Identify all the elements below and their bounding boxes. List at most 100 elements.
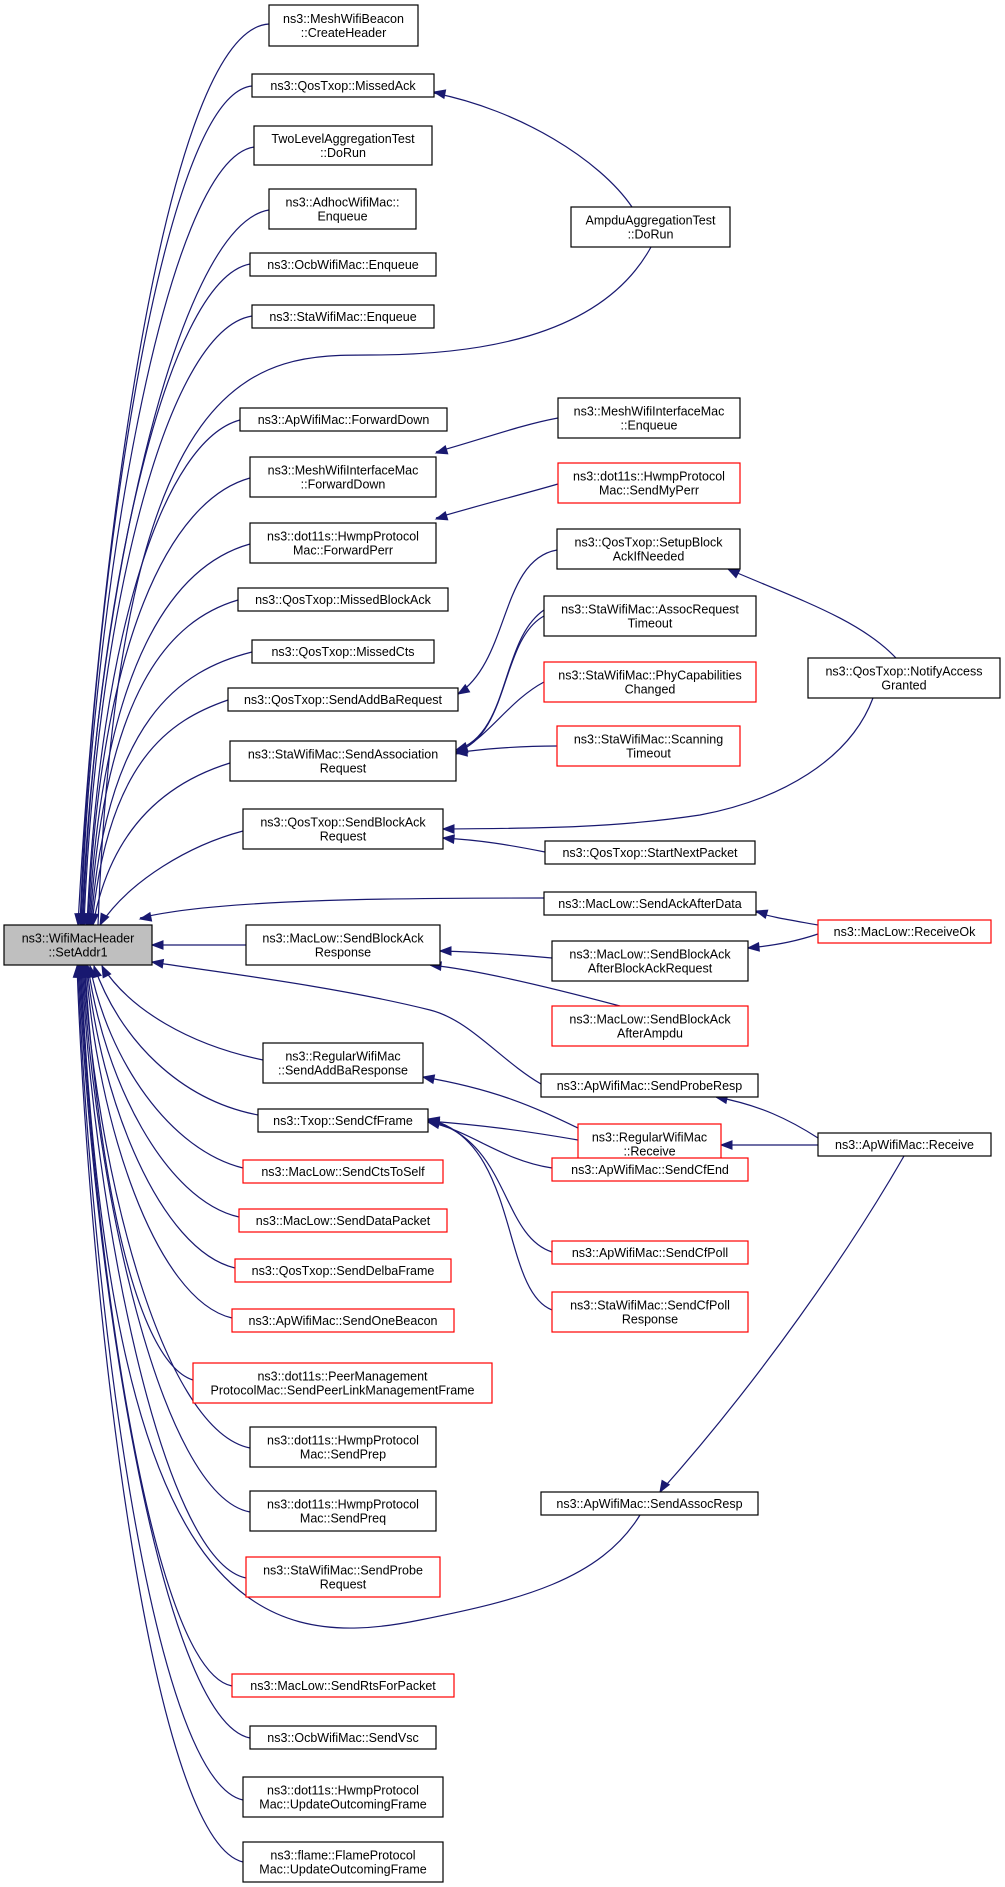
node-qosSendDelba[interactable]: ns3::QosTxop::SendDelbaFrame: [234, 1258, 452, 1283]
node-box[interactable]: [249, 456, 437, 498]
node-box[interactable]: [249, 1426, 437, 1468]
node-meshIfFwd[interactable]: ns3::MeshWifiInterfaceMac::ForwardDown: [249, 456, 437, 498]
node-meshBeacon[interactable]: ns3::MeshWifiBeacon::CreateHeader: [268, 4, 419, 47]
node-box[interactable]: [229, 740, 457, 782]
node-apSendCfEnd[interactable]: ns3::ApWifiMac::SendCfEnd: [551, 1157, 749, 1182]
node-root[interactable]: ns3::WifiMacHeader::SetAddr1: [3, 924, 153, 966]
node-qosStartNext[interactable]: ns3::QosTxop::StartNextPacket: [544, 840, 756, 865]
node-box[interactable]: [540, 1491, 759, 1516]
node-box[interactable]: [238, 1208, 448, 1233]
node-box[interactable]: [227, 687, 459, 712]
node-box[interactable]: [3, 924, 153, 966]
node-meshIfEnq[interactable]: ns3::MeshWifiInterfaceMac::Enqueue: [557, 397, 741, 439]
node-box[interactable]: [543, 661, 757, 703]
node-box[interactable]: [543, 891, 757, 916]
node-qosMissedCts[interactable]: ns3::QosTxop::MissedCts: [251, 639, 435, 664]
node-macLowSendRts[interactable]: ns3::MacLow::SendRtsForPacket: [231, 1673, 455, 1698]
node-box[interactable]: [249, 252, 437, 277]
node-qosMissedAck[interactable]: ns3::QosTxop::MissedAck: [251, 73, 435, 98]
node-box[interactable]: [231, 1308, 455, 1333]
node-box[interactable]: [262, 1042, 424, 1084]
node-macLowRecvOk[interactable]: ns3::MacLow::ReceiveOk: [817, 919, 992, 944]
node-box[interactable]: [231, 1673, 455, 1698]
node-box[interactable]: [245, 924, 441, 966]
node-box[interactable]: [551, 1291, 749, 1333]
node-box[interactable]: [249, 1490, 437, 1532]
node-box[interactable]: [551, 1005, 749, 1047]
node-box[interactable]: [570, 206, 731, 248]
node-adhocEnq[interactable]: ns3::AdhocWifiMac::Enqueue: [268, 188, 417, 230]
node-box[interactable]: [251, 304, 435, 329]
node-box[interactable]: [257, 1108, 429, 1133]
node-box[interactable]: [237, 587, 449, 612]
node-box[interactable]: [540, 1073, 759, 1098]
node-ampduTest[interactable]: AmpduAggregationTest::DoRun: [570, 206, 731, 248]
node-box[interactable]: [249, 522, 437, 564]
node-txopSendCf[interactable]: ns3::Txop::SendCfFrame: [257, 1108, 429, 1133]
node-box[interactable]: [551, 940, 749, 982]
node-box[interactable]: [543, 595, 757, 637]
node-apReceive[interactable]: ns3::ApWifiMac::Receive: [817, 1132, 992, 1157]
node-apSendOneBeacon[interactable]: ns3::ApWifiMac::SendOneBeacon: [231, 1308, 455, 1333]
node-apFwdDown[interactable]: ns3::ApWifiMac::ForwardDown: [239, 407, 448, 432]
node-box[interactable]: [817, 919, 992, 944]
node-box[interactable]: [249, 1725, 437, 1750]
node-qosSendAddBa[interactable]: ns3::QosTxop::SendAddBaRequest: [227, 687, 459, 712]
node-box[interactable]: [251, 639, 435, 664]
node-ocbEnq[interactable]: ns3::OcbWifiMac::Enqueue: [249, 252, 437, 277]
node-macLowSendBAAfterBAR[interactable]: ns3::MacLow::SendBlockAckAfterBlockAckRe…: [551, 940, 749, 982]
node-box[interactable]: [239, 407, 448, 432]
node-box[interactable]: [242, 1776, 444, 1818]
node-twoLevel[interactable]: TwoLevelAggregationTest::DoRun: [253, 125, 433, 166]
node-box[interactable]: [551, 1157, 749, 1182]
node-peerMgmt[interactable]: ns3::dot11s::PeerManagementProtocolMac::…: [192, 1362, 493, 1404]
node-box[interactable]: [557, 397, 741, 439]
node-box[interactable]: [242, 1159, 444, 1184]
node-apSendCfPoll[interactable]: ns3::ApWifiMac::SendCfPoll: [551, 1240, 749, 1265]
node-box[interactable]: [251, 73, 435, 98]
node-box[interactable]: [245, 1556, 441, 1598]
node-box[interactable]: [242, 1841, 444, 1883]
node-box[interactable]: [192, 1362, 493, 1404]
node-box[interactable]: [253, 125, 433, 166]
node-box[interactable]: [817, 1132, 992, 1157]
node-macLowSendData[interactable]: ns3::MacLow::SendDataPacket: [238, 1208, 448, 1233]
node-ocbSendVsc[interactable]: ns3::OcbWifiMac::SendVsc: [249, 1725, 437, 1750]
node-box[interactable]: [807, 657, 1001, 699]
node-box[interactable]: [268, 188, 417, 230]
node-box[interactable]: [556, 528, 741, 570]
node-apSendAssocResp[interactable]: ns3::ApWifiMac::SendAssocResp: [540, 1491, 759, 1516]
node-box[interactable]: [577, 1123, 722, 1165]
node-box[interactable]: [544, 840, 756, 865]
node-box[interactable]: [242, 808, 444, 850]
node-box[interactable]: [268, 4, 419, 47]
node-apSendProbeResp[interactable]: ns3::ApWifiMac::SendProbeResp: [540, 1073, 759, 1098]
node-staEnq[interactable]: ns3::StaWifiMac::Enqueue: [251, 304, 435, 329]
node-macLowSendCtsToSelf[interactable]: ns3::MacLow::SendCtsToSelf: [242, 1159, 444, 1184]
node-macLowSendAckAfter[interactable]: ns3::MacLow::SendAckAfterData: [543, 891, 757, 916]
node-box[interactable]: [234, 1258, 452, 1283]
node-box[interactable]: [551, 1240, 749, 1265]
node-hwmpUpdate[interactable]: ns3::dot11s::HwmpProtocolMac::UpdateOutc…: [242, 1776, 444, 1818]
node-flameUpdate[interactable]: ns3::flame::FlameProtocolMac::UpdateOutc…: [242, 1841, 444, 1883]
node-hwmpFwdPerr[interactable]: ns3::dot11s::HwmpProtocolMac::ForwardPer…: [249, 522, 437, 564]
node-box[interactable]: [557, 462, 741, 504]
node-box[interactable]: [556, 725, 741, 767]
node-regReceive[interactable]: ns3::RegularWifiMac::Receive: [577, 1123, 722, 1165]
node-qosMissedBlockAck[interactable]: ns3::QosTxop::MissedBlockAck: [237, 587, 449, 612]
node-regSendAddBaResp[interactable]: ns3::RegularWifiMac::SendAddBaResponse: [262, 1042, 424, 1084]
